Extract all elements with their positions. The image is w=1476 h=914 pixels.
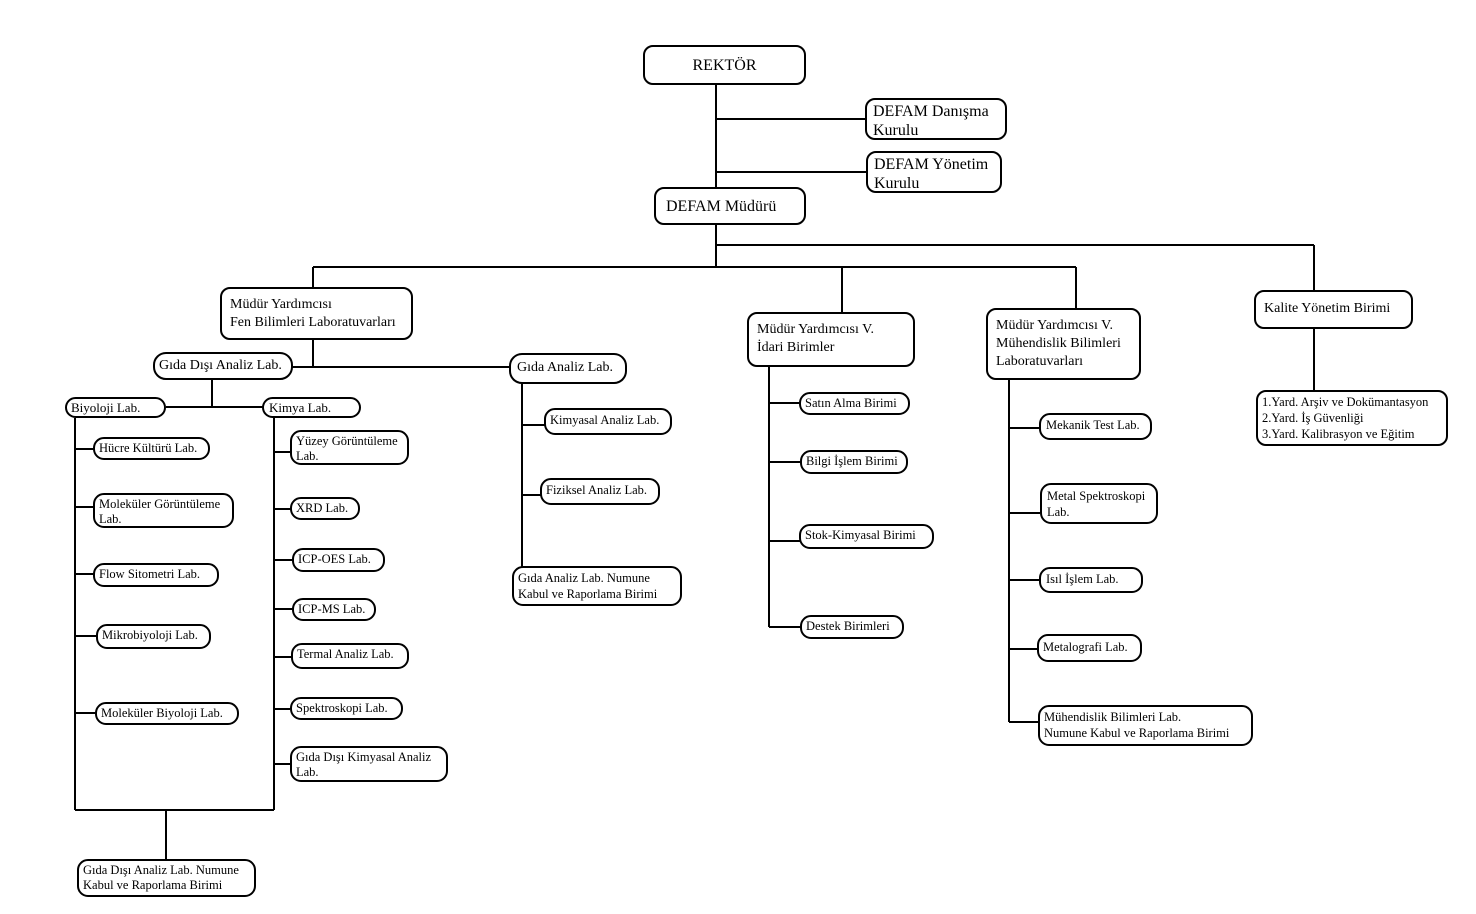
kimya-lab-item: XRD Lab.: [290, 497, 360, 520]
kimya-lab-item: ICP-MS Lab.: [292, 598, 376, 621]
node-kalite-list: 1.Yard. Arşiv ve Dokümantasyon 2.Yard. İ…: [1256, 390, 1448, 446]
biyoloji-lab-item: Flow Sitometri Lab.: [93, 563, 219, 587]
biyoloji-lab-item: Hücre Kültürü Lab.: [93, 437, 210, 460]
muhendislik-lab-item: Mekanik Test Lab.: [1039, 413, 1152, 440]
gida-lab-item: Kimyasal Analiz Lab.: [544, 408, 672, 435]
gida-lab-item: Gıda Analiz Lab. Numune Kabul ve Raporla…: [512, 566, 682, 606]
muhendislik-lab-item: Isıl İşlem Lab.: [1039, 567, 1143, 593]
node-rektor: REKTÖR: [643, 45, 806, 85]
idari-unit-item: Satın Alma Birimi: [799, 392, 910, 415]
muhendislik-lab-item: Metal Spektroskopi Lab.: [1040, 483, 1158, 524]
node-mudur: DEFAM Müdürü: [654, 187, 806, 225]
muhendislik-lab-item: Metalografi Lab.: [1037, 634, 1142, 662]
idari-unit-item: Stok-Kimyasal Birimi: [799, 524, 934, 549]
node-danisma-kurulu: DEFAM Danışma Kurulu: [865, 98, 1007, 140]
idari-unit-item: Destek Birimleri: [800, 615, 904, 639]
node-biyoloji: Biyoloji Lab.: [65, 397, 166, 418]
kimya-lab-item: Spektroskopi Lab.: [290, 697, 403, 720]
node-kalite: Kalite Yönetim Birimi: [1254, 290, 1413, 329]
node-my-fen: Müdür Yardımcısı Fen Bilimleri Laboratuv…: [220, 287, 413, 340]
node-gida-disi: Gıda Dışı Analiz Lab.: [153, 352, 293, 380]
idari-unit-item: Bilgi İşlem Birimi: [800, 450, 908, 474]
biyoloji-lab-item: Moleküler Biyoloji Lab.: [95, 702, 239, 725]
muhendislik-lab-item: Mühendislik Bilimleri Lab. Numune Kabul …: [1038, 705, 1253, 746]
kimya-lab-item: ICP-OES Lab.: [292, 548, 385, 572]
node-yonetim-kurulu: DEFAM Yönetim Kurulu: [866, 151, 1002, 193]
kimya-lab-item: Termal Analiz Lab.: [291, 643, 409, 669]
gida-lab-item: Fiziksel Analiz Lab.: [540, 478, 660, 505]
biyoloji-lab-item: Moleküler Görüntüleme Lab.: [93, 493, 234, 528]
node-my-muhendislik: Müdür Yardımcısı V. Mühendislik Bilimler…: [986, 308, 1141, 380]
node-gida-disi-numune: Gıda Dışı Analiz Lab. Numune Kabul ve Ra…: [77, 859, 256, 897]
node-gida: Gıda Analiz Lab.: [509, 353, 627, 384]
node-my-idari: Müdür Yardımcısı V. İdari Birimler: [747, 312, 915, 367]
biyoloji-lab-item: Mikrobiyoloji Lab.: [96, 624, 211, 649]
kimya-lab-item: Gıda Dışı Kimyasal Analiz Lab.: [290, 746, 448, 782]
kimya-lab-item: Yüzey Görüntüleme Lab.: [290, 430, 409, 465]
node-kimya: Kimya Lab.: [262, 397, 361, 418]
